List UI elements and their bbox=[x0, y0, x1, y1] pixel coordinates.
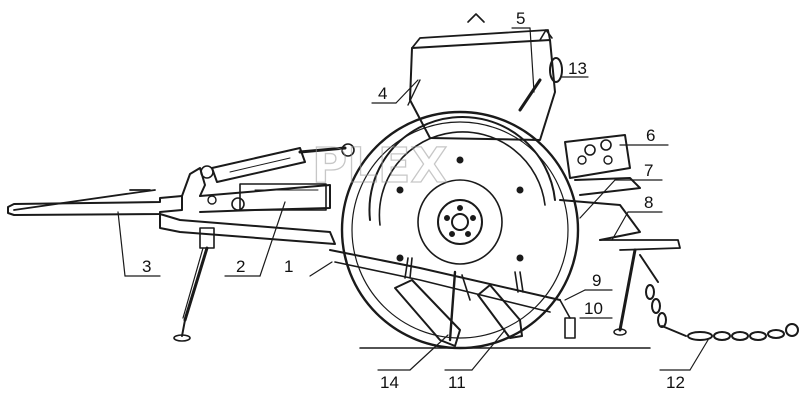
callout-10: 10 bbox=[584, 299, 603, 318]
leader-lines bbox=[117, 27, 709, 371]
callout-5: 5 bbox=[516, 9, 525, 28]
callout-labels: 1 2 3 4 5 6 7 8 9 10 11 12 13 14 bbox=[142, 9, 685, 392]
callout-4: 4 bbox=[378, 84, 387, 103]
furrow-openers bbox=[329, 249, 576, 347]
right-frame bbox=[559, 134, 681, 251]
callout-6: 6 bbox=[646, 126, 655, 145]
drawbar-frame bbox=[7, 167, 336, 245]
callout-11: 11 bbox=[448, 373, 466, 392]
callout-7: 7 bbox=[644, 161, 653, 180]
callout-3: 3 bbox=[142, 257, 151, 276]
callout-8: 8 bbox=[644, 193, 653, 212]
rear-stand bbox=[613, 248, 659, 336]
callout-13: 13 bbox=[568, 59, 587, 78]
callout-12: 12 bbox=[666, 373, 685, 392]
main-wheel bbox=[340, 110, 580, 350]
callout-14: 14 bbox=[380, 373, 399, 392]
callout-2: 2 bbox=[236, 257, 245, 276]
seed-hopper bbox=[407, 13, 563, 141]
callout-9: 9 bbox=[592, 271, 601, 290]
transport-chain bbox=[645, 284, 799, 341]
hydraulic-cylinder bbox=[200, 143, 355, 183]
callout-1: 1 bbox=[284, 257, 293, 276]
watermark-text: PLEX bbox=[312, 138, 448, 194]
front-jack-stand bbox=[173, 227, 215, 342]
